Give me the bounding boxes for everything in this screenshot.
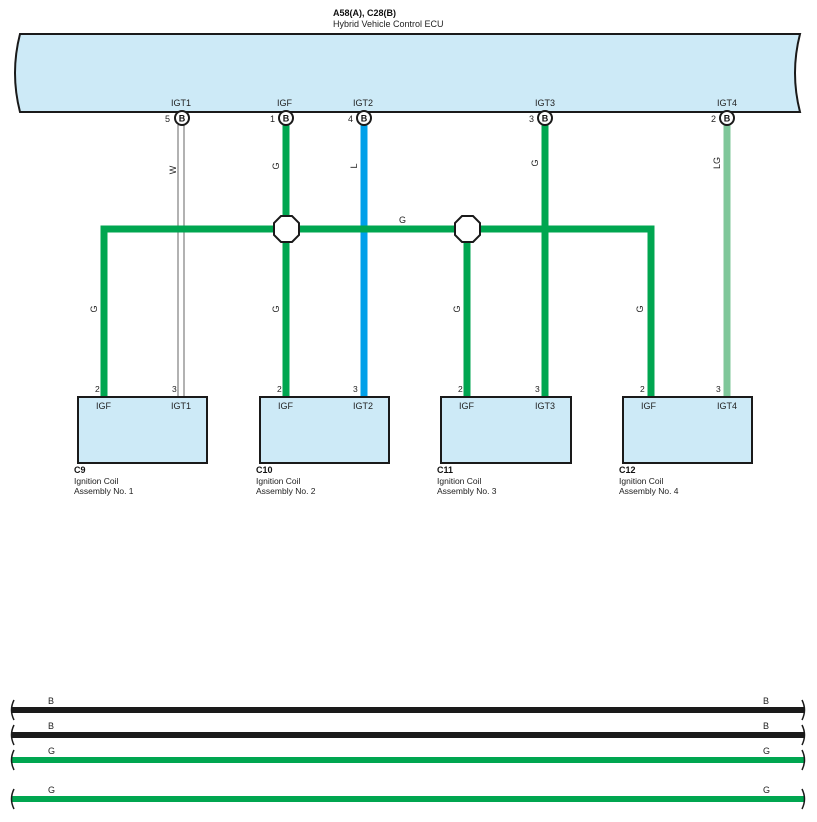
coil-pin-signal: IGF — [96, 401, 112, 411]
coil-id: C10 — [256, 465, 273, 475]
coil-title: Ignition Coil — [437, 476, 482, 486]
ecu-pin-igt1: B 5 — [165, 110, 190, 126]
wire-label-c12-drop: G — [635, 305, 645, 312]
wire-igt1 — [177, 125, 185, 396]
ecu-pin-number-igt4: 2 — [711, 114, 716, 124]
bottom-wire-4: G G — [10, 785, 806, 810]
ecu-pin-conn-igt1: B — [179, 114, 186, 124]
coil-pin-number: 3 — [716, 384, 721, 394]
wire-label-igt2: L — [349, 163, 359, 168]
ecu-pin-signal-igf: IGF — [277, 98, 293, 108]
ecu-pin-igt4: B 2 — [711, 110, 735, 126]
coil-pin-signal: IGF — [641, 401, 657, 411]
wire-label-bus: G — [399, 215, 406, 225]
ecu-pin-number-igt2: 4 — [348, 114, 353, 124]
coil-title: Ignition Coil — [256, 476, 301, 486]
coil-pin-signal: IGT3 — [535, 401, 555, 411]
coil-id: C11 — [437, 465, 453, 475]
wire-label-c9-drop: G — [89, 305, 99, 312]
coil-id: C12 — [619, 465, 636, 475]
coil-pin-number: 2 — [458, 384, 463, 394]
bottom-wire-label-right: G — [763, 785, 770, 795]
coil-pin-number: 2 — [640, 384, 645, 394]
ecu-pin-signal-igt3: IGT3 — [535, 98, 555, 108]
bottom-wire-3: G G — [10, 746, 806, 771]
ecu-body — [14, 33, 802, 113]
coil-c9: 2 3 IGF IGT1 C9 Ignition Coil Assembly N… — [74, 384, 208, 496]
ecu-pin-conn-igt3: B — [542, 114, 549, 124]
ecu-pin-conn-igf: B — [283, 114, 290, 124]
bottom-wire-1: B B — [10, 696, 806, 721]
coil-subtitle: Assembly No. 1 — [74, 486, 134, 496]
coil-title: Ignition Coil — [74, 476, 119, 486]
ecu-name-label: Hybrid Vehicle Control ECU — [333, 19, 444, 29]
coil-subtitle: Assembly No. 4 — [619, 486, 679, 496]
wire-label-c11-drop: G — [452, 305, 462, 312]
ecu-pin-signal-igt4: IGT4 — [717, 98, 737, 108]
bottom-wire-label-left: G — [48, 746, 55, 756]
coil-id: C9 — [74, 465, 86, 475]
ecu-pin-number-igt1: 5 — [165, 114, 170, 124]
coil-pin-signal: IGF — [459, 401, 475, 411]
bottom-wire-label-right: B — [763, 696, 769, 706]
coil-pin-signal: IGT2 — [353, 401, 373, 411]
coil-pin-number: 3 — [535, 384, 540, 394]
ecu-pin-conn-igt2: B — [361, 114, 368, 124]
coil-c11: 2 3 IGF IGT3 C11 Ignition Coil Assembly … — [437, 384, 572, 496]
ecu-pin-igt2: B 4 — [348, 110, 372, 126]
ecu-pin-signal-igt1: IGT1 — [171, 98, 191, 108]
splice-junction-1 — [273, 215, 300, 243]
coil-subtitle: Assembly No. 3 — [437, 486, 497, 496]
splice-junction-2 — [454, 215, 481, 243]
coil-pin-number: 2 — [277, 384, 282, 394]
wire-label-igt1: W — [168, 165, 178, 174]
ecu-pin-signal-igt2: IGT2 — [353, 98, 373, 108]
coil-pin-signal: IGT4 — [717, 401, 737, 411]
wire-label-igt3: G — [530, 159, 540, 166]
bottom-wire-label-left: B — [48, 721, 54, 731]
coil-title: Ignition Coil — [619, 476, 664, 486]
coil-pin-number: 2 — [95, 384, 100, 394]
coil-subtitle: Assembly No. 2 — [256, 486, 316, 496]
wire-label-igf-top: G — [271, 162, 281, 169]
bottom-wire-label-left: B — [48, 696, 54, 706]
bottom-wire-2: B B — [10, 721, 806, 746]
coil-c10: 2 3 IGF IGT2 C10 Ignition Coil Assembly … — [256, 384, 390, 496]
wire-label-c10-drop: G — [271, 305, 281, 312]
wire-label-igt4: LG — [712, 157, 722, 169]
ecu-pin-igf: B 1 — [270, 110, 294, 126]
coil-pin-number: 3 — [172, 384, 177, 394]
coil-pin-signal: IGT1 — [171, 401, 191, 411]
bottom-wire-label-right: G — [763, 746, 770, 756]
coil-pin-signal: IGF — [278, 401, 294, 411]
ecu-pin-number-igf: 1 — [270, 114, 275, 124]
ecu-connectors-label: A58(A), C28(B) — [333, 8, 396, 18]
coil-pin-number: 3 — [353, 384, 358, 394]
ecu-pin-number-igt3: 3 — [529, 114, 534, 124]
bottom-wire-label-right: B — [763, 721, 769, 731]
ecu-pin-conn-igt4: B — [724, 114, 731, 124]
bottom-wire-label-left: G — [48, 785, 55, 795]
coil-c12: 2 3 IGF IGT4 C12 Ignition Coil Assembly … — [619, 384, 753, 496]
wire-igf-bus — [100, 225, 655, 396]
ecu-pin-igt3: B 3 — [529, 110, 553, 126]
